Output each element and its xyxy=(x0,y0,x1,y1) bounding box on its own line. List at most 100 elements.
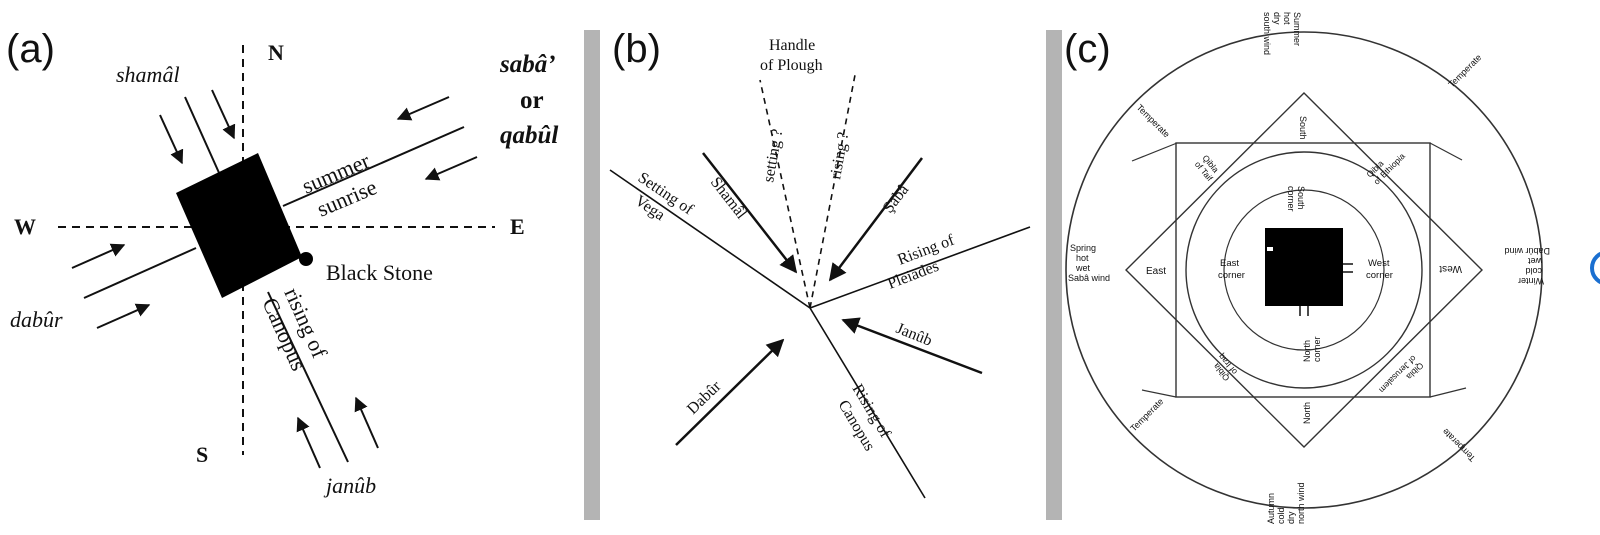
panel-b-label: (b) xyxy=(612,27,661,71)
temperate-ne: Temperate xyxy=(1446,52,1483,89)
setting-q-label: setting ? xyxy=(760,128,786,184)
winter-sunset-line xyxy=(83,247,197,299)
handle-label-2: of Plough xyxy=(760,57,823,74)
setting-dashed-line xyxy=(759,79,811,309)
shamal-line xyxy=(184,96,221,176)
south-label-c: South xyxy=(1298,116,1308,140)
black-stone-dot xyxy=(299,252,313,266)
vega-line xyxy=(609,169,811,309)
shamal-arrow-2 xyxy=(211,89,236,140)
south-corner-label: South corner xyxy=(1286,186,1306,212)
sector-line-se xyxy=(1429,387,1467,398)
winter-wind-line-3: wet xyxy=(1527,256,1543,266)
summer-wind-line-3: dry xyxy=(1272,12,1282,25)
south-corner-line-1: South xyxy=(1296,186,1306,210)
spring-wind-line-4: Sabâ wind xyxy=(1068,273,1110,283)
east-corner-line-1: East xyxy=(1220,258,1239,269)
east-label-c: East xyxy=(1146,266,1166,277)
spring-wind-line-1: Spring xyxy=(1070,243,1096,253)
rising-dashed-line xyxy=(809,74,856,309)
west-label-c: West xyxy=(1439,263,1462,274)
kaaba-block xyxy=(1265,228,1343,306)
west-corner-line-2: corner xyxy=(1366,270,1393,281)
north-label: N xyxy=(268,40,284,65)
spring-wind-label: Spring hot wet Sabâ wind xyxy=(1068,243,1110,283)
panel-c: (c) Summer hot dry south wind Spring hot… xyxy=(1052,0,1600,535)
rising-q-label: rising ? xyxy=(827,131,852,181)
shamal-arrow xyxy=(702,152,798,274)
outer-diamond xyxy=(1125,92,1483,448)
canopus-line xyxy=(267,291,349,463)
saba-arrow-2 xyxy=(424,156,478,181)
or-label: or xyxy=(520,87,544,114)
separator-2 xyxy=(1046,30,1062,520)
handle-label-1: Handle xyxy=(769,37,815,54)
east-corner-label: East corner xyxy=(1218,258,1245,281)
panel-b: (b) Handle of Plough setting ? rising ? … xyxy=(590,0,1052,535)
winter-wind-line-1: Winter xyxy=(1518,276,1544,286)
panel-c-diagram: (c) Summer hot dry south wind Spring hot… xyxy=(1064,12,1600,524)
north-corner-line-2: corner xyxy=(1312,336,1322,362)
spring-wind-line-2: hot xyxy=(1076,253,1089,263)
qabul-label: qabûl xyxy=(500,122,558,149)
dabur-label-b: Dabûr xyxy=(684,377,725,417)
shamal-label-b: Shamâl xyxy=(707,174,750,223)
summer-wind-label: Summer hot dry south wind xyxy=(1262,12,1302,55)
pleiades-line xyxy=(809,226,1031,309)
winter-wind-label: Winter cold wet Dabûr wind xyxy=(1504,246,1550,286)
south-corner-line-2: corner xyxy=(1286,186,1296,212)
janub-label-b: Janûb xyxy=(894,320,935,350)
kaaba-square xyxy=(176,153,302,298)
east-corner-line-2: corner xyxy=(1218,270,1245,281)
north-corner-label: North corner xyxy=(1302,336,1322,362)
winter-wind-line-4: Dabûr wind xyxy=(1504,246,1550,256)
north-corner-line-1: North xyxy=(1302,340,1312,362)
outer-square xyxy=(1175,142,1431,398)
shamal-arrow-1 xyxy=(159,114,184,165)
north-label-c: North xyxy=(1302,402,1312,424)
sector-line-sw xyxy=(1141,389,1177,398)
dabur-arrow xyxy=(675,338,785,446)
west-label: W xyxy=(14,214,36,239)
dabur-arrow-1 xyxy=(71,243,126,269)
spring-wind-line-3: wet xyxy=(1075,263,1091,273)
janub-arrow-2 xyxy=(354,396,379,449)
panel-c-label: (c) xyxy=(1064,27,1111,71)
saba-label-b: Şabâ xyxy=(880,181,913,216)
winter-wind-line-2: cold xyxy=(1525,266,1542,276)
kaaba-mark xyxy=(1267,247,1273,251)
saba-arrow xyxy=(828,157,923,282)
panel-b-diagram: (b) Handle of Plough setting ? rising ? … xyxy=(609,27,1031,499)
shamal-label: shamâl xyxy=(116,62,180,87)
panel-a: (a) N S W E shamâl sabâ’ or qabûl summer… xyxy=(0,0,590,535)
west-corner-label: West corner xyxy=(1366,258,1393,281)
summer-wind-line-2: hot xyxy=(1282,12,1292,25)
summer-wind-line-1: Summer xyxy=(1292,12,1302,46)
inner-circle xyxy=(1223,189,1385,351)
saba-arrow-1 xyxy=(396,96,450,121)
autumn-wind-label: Autumn cold dry north wind xyxy=(1266,482,1306,524)
sector-line-ne xyxy=(1429,142,1463,161)
panel-a-diagram: (a) N S W E shamâl sabâ’ or qabûl summer… xyxy=(6,27,558,498)
dabur-label: dabûr xyxy=(10,307,63,332)
janub-arrow xyxy=(841,317,983,375)
autumn-wind-line-2: cold xyxy=(1276,507,1286,524)
edge-circle-icon xyxy=(1590,251,1600,285)
autumn-wind-line-1: Autumn xyxy=(1266,493,1276,524)
janub-arrow-1 xyxy=(296,416,321,469)
black-stone-label: Black Stone xyxy=(326,260,433,285)
autumn-wind-line-4: north wind xyxy=(1296,482,1306,524)
saba-label: sabâ’ xyxy=(499,51,556,78)
summer-wind-line-4: south wind xyxy=(1262,12,1272,55)
panel-a-label: (a) xyxy=(6,27,55,71)
sector-line-nw xyxy=(1131,142,1178,162)
dabur-arrow-2 xyxy=(96,303,151,329)
janub-label: janûb xyxy=(323,473,376,498)
separator-1 xyxy=(584,30,600,520)
west-corner-line-1: West xyxy=(1368,258,1390,269)
east-label: E xyxy=(510,214,525,239)
south-label: S xyxy=(196,442,208,467)
canopus-line-b xyxy=(809,307,926,499)
autumn-wind-line-3: dry xyxy=(1286,511,1296,524)
summer-sunrise-line xyxy=(282,126,465,207)
